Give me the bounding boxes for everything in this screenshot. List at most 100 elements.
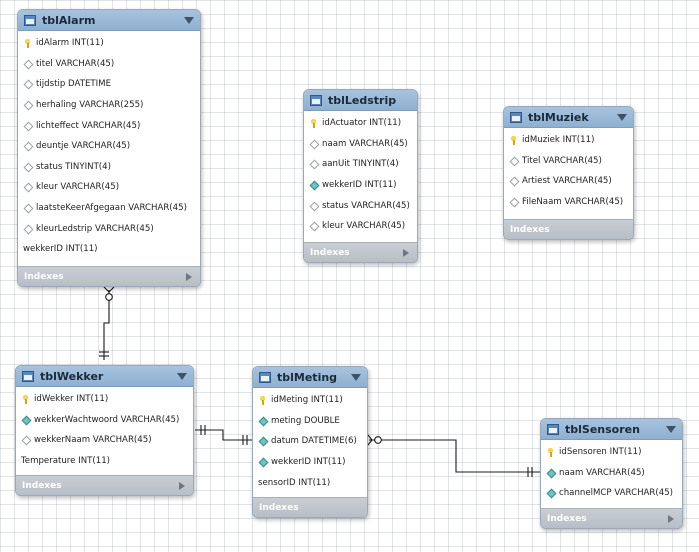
column-label: status TINYINT(4) [36, 161, 111, 172]
column-row[interactable]: status VARCHAR(45) [304, 195, 417, 216]
column-row[interactable]: Titel VARCHAR(45) [504, 151, 633, 172]
column-row[interactable]: idMeting INT(11) [253, 390, 367, 411]
column-label: deuntje VARCHAR(45) [36, 141, 131, 152]
relationship-sensoren-meting[interactable] [367, 434, 540, 477]
table-tblWekker[interactable]: tblWekker idWekker INT(11) wekkerWachtwo… [15, 365, 194, 496]
expand-triangle-icon[interactable] [179, 481, 185, 490]
collapse-triangle-icon[interactable] [351, 373, 361, 381]
column-label: aanUit TINYINT(4) [322, 159, 399, 170]
column-row[interactable]: wekkerWachtwoord VARCHAR(45) [16, 410, 193, 431]
table-header[interactable]: tblLedstrip [304, 90, 417, 111]
column-label: wekkerWachtwoord VARCHAR(45) [34, 414, 180, 425]
column-row[interactable]: idAlarm INT(11) [18, 33, 200, 54]
table-header[interactable]: tblSensoren [541, 419, 682, 440]
table-icon [510, 111, 522, 123]
foreign-key-diamond-icon [546, 468, 555, 477]
expand-triangle-icon[interactable] [186, 272, 192, 281]
table-header[interactable]: tblMuziek [504, 107, 633, 128]
indexes-section[interactable]: Indexes [304, 242, 417, 262]
table-header[interactable]: tblMeting [253, 367, 367, 388]
column-row[interactable]: kleurLedstrip VARCHAR(45) [18, 218, 200, 239]
column-row[interactable]: status TINYINT(4) [18, 157, 200, 178]
column-row[interactable]: FileNaam VARCHAR(45) [504, 192, 633, 213]
column-row[interactable]: wekkerID INT(11) [18, 239, 200, 260]
table-icon [310, 94, 322, 106]
column-label: naam VARCHAR(45) [322, 138, 408, 149]
table-tblLedstrip[interactable]: tblLedstrip idActuator INT(11) naam VARC… [303, 89, 418, 263]
table-tblMeting[interactable]: tblMeting idMeting INT(11) meting DOUBLE… [252, 366, 368, 518]
column-diamond-icon [23, 224, 32, 233]
column-diamond-icon [23, 121, 32, 130]
column-diamond-icon [309, 222, 318, 231]
column-row[interactable]: wekkerID INT(11) [304, 175, 417, 196]
indexes-section[interactable]: Indexes [253, 497, 367, 517]
column-row[interactable]: wekkerID INT(11) [253, 452, 367, 473]
column-row[interactable]: Artiest VARCHAR(45) [504, 171, 633, 192]
key-icon [509, 135, 518, 145]
column-label: Titel VARCHAR(45) [522, 155, 602, 166]
collapse-triangle-icon[interactable] [184, 16, 194, 24]
foreign-key-diamond-icon [258, 458, 267, 467]
indexes-section[interactable]: Indexes [18, 266, 200, 286]
column-diamond-icon [309, 160, 318, 169]
table-icon [547, 423, 559, 435]
column-row[interactable]: idMuziek INT(11) [504, 130, 633, 151]
collapse-triangle-icon[interactable] [177, 372, 187, 380]
column-label: kleurLedstrip VARCHAR(45) [36, 223, 154, 234]
column-label: idMeting INT(11) [271, 395, 343, 406]
column-row[interactable]: lichteffect VARCHAR(45) [18, 115, 200, 136]
column-row[interactable]: wekkerNaam VARCHAR(45) [16, 430, 193, 451]
table-title: tblMeting [277, 370, 338, 384]
column-label: idMuziek INT(11) [522, 135, 595, 146]
column-row[interactable]: naam VARCHAR(45) [304, 134, 417, 155]
column-list: idSensoren INT(11) naam VARCHAR(45) chan… [541, 440, 682, 504]
table-tblSensoren[interactable]: tblSensoren idSensoren INT(11) naam VARC… [540, 418, 683, 529]
table-tblAlarm[interactable]: tblAlarm idAlarm INT(11) titel VARCHAR(4… [17, 9, 201, 287]
column-row[interactable]: sensorID INT(11) [253, 472, 367, 493]
expand-triangle-icon[interactable] [403, 248, 409, 257]
column-row[interactable]: kleur VARCHAR(45) [18, 177, 200, 198]
relationship-wekker-alarm[interactable] [99, 286, 115, 360]
column-row[interactable]: herhaling VARCHAR(255) [18, 95, 200, 116]
column-row[interactable]: meting DOUBLE [253, 411, 367, 432]
table-tblMuziek[interactable]: tblMuziek idMuziek INT(11) Titel VARCHAR… [503, 106, 634, 240]
foreign-key-diamond-icon [258, 437, 267, 446]
column-row[interactable]: tijdstip DATETIME [18, 74, 200, 95]
indexes-section[interactable]: Indexes [504, 219, 633, 239]
table-header[interactable]: tblWekker [16, 366, 193, 387]
column-label: datum DATETIME(6) [271, 436, 357, 447]
column-row[interactable]: laatsteKeerAfgegaan VARCHAR(45) [18, 198, 200, 219]
table-title: tblMuziek [528, 110, 589, 124]
table-header[interactable]: tblAlarm [18, 10, 200, 31]
collapse-triangle-icon[interactable] [617, 113, 627, 121]
column-row[interactable]: titel VARCHAR(45) [18, 54, 200, 75]
foreign-key-diamond-icon [546, 489, 555, 498]
table-icon [24, 14, 36, 26]
column-row[interactable]: Temperature INT(11) [16, 451, 193, 472]
column-label: wekkerID INT(11) [23, 244, 98, 255]
column-diamond-icon [23, 80, 32, 89]
column-row[interactable]: kleur VARCHAR(45) [304, 216, 417, 237]
column-row[interactable]: idSensoren INT(11) [541, 442, 682, 463]
table-icon [259, 371, 271, 383]
table-title: tblLedstrip [328, 93, 397, 107]
column-row[interactable]: datum DATETIME(6) [253, 431, 367, 452]
column-diamond-icon [23, 101, 32, 110]
table-title: tblSensoren [565, 422, 640, 436]
relationship-wekker-meting[interactable] [195, 425, 252, 445]
indexes-section[interactable]: Indexes [16, 475, 193, 495]
column-label: idWekker INT(11) [34, 394, 109, 405]
column-row[interactable]: naam VARCHAR(45) [541, 463, 682, 484]
expand-triangle-icon[interactable] [668, 514, 674, 523]
indexes-section[interactable]: Indexes [541, 508, 682, 528]
column-row[interactable]: deuntje VARCHAR(45) [18, 136, 200, 157]
column-label: wekkerNaam VARCHAR(45) [34, 435, 152, 446]
column-row[interactable]: channelMCP VARCHAR(45) [541, 483, 682, 504]
column-list: idWekker INT(11) wekkerWachtwoord VARCHA… [16, 387, 193, 471]
foreign-key-diamond-icon [258, 416, 267, 425]
column-row[interactable]: aanUit TINYINT(4) [304, 154, 417, 175]
collapse-triangle-icon[interactable] [666, 425, 676, 433]
column-row[interactable]: idActuator INT(11) [304, 113, 417, 134]
column-row[interactable]: idWekker INT(11) [16, 389, 193, 410]
